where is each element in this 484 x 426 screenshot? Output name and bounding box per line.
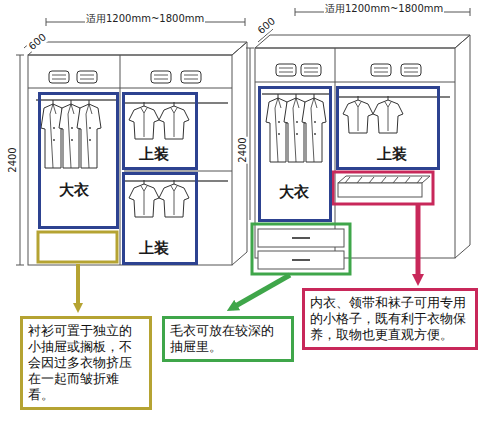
note-text: 衬衫可置于独立的小抽屉或搁板，不会因过多衣物挤压在一起而皱折难看。 [28, 323, 144, 403]
coat-zone: 大衣 [38, 92, 119, 229]
note-text: 毛衣可放在较深的抽屉里。 [170, 323, 286, 355]
coat-zone: 大衣 [258, 86, 332, 222]
depth-dimension: 600 [26, 31, 50, 54]
width-dimension: 适用1200mm~1800mm [324, 3, 444, 15]
height-dimension: 2400 [7, 146, 19, 173]
top-zone: 上装 [336, 86, 440, 170]
zone-label: 上装 [137, 145, 171, 163]
height-dimension: 2400 [237, 136, 249, 163]
zone-label: 大衣 [57, 181, 91, 199]
note-callout: 毛衣可放在较深的抽屉里。 [162, 316, 294, 362]
note-callout: 内衣、领带和袜子可用专用的小格子，既有利于衣物保养，取物也更直观方便。 [302, 288, 478, 350]
zone-label: 大衣 [277, 183, 311, 201]
zone-label: 上装 [137, 239, 171, 257]
width-dimension: 适用1200mm~1800mm [85, 13, 205, 25]
note-callout: 衬衫可置于独立的小抽屉或搁板，不会因过多衣物挤压在一起而皱折难看。 [20, 316, 152, 410]
top-zone: 上装 [122, 92, 198, 170]
note-text: 内衣、领带和袜子可用专用的小格子，既有利于衣物保养，取物也更直观方便。 [310, 295, 470, 343]
top-zone: 上装 [122, 172, 198, 265]
zone-label: 上装 [375, 145, 409, 163]
